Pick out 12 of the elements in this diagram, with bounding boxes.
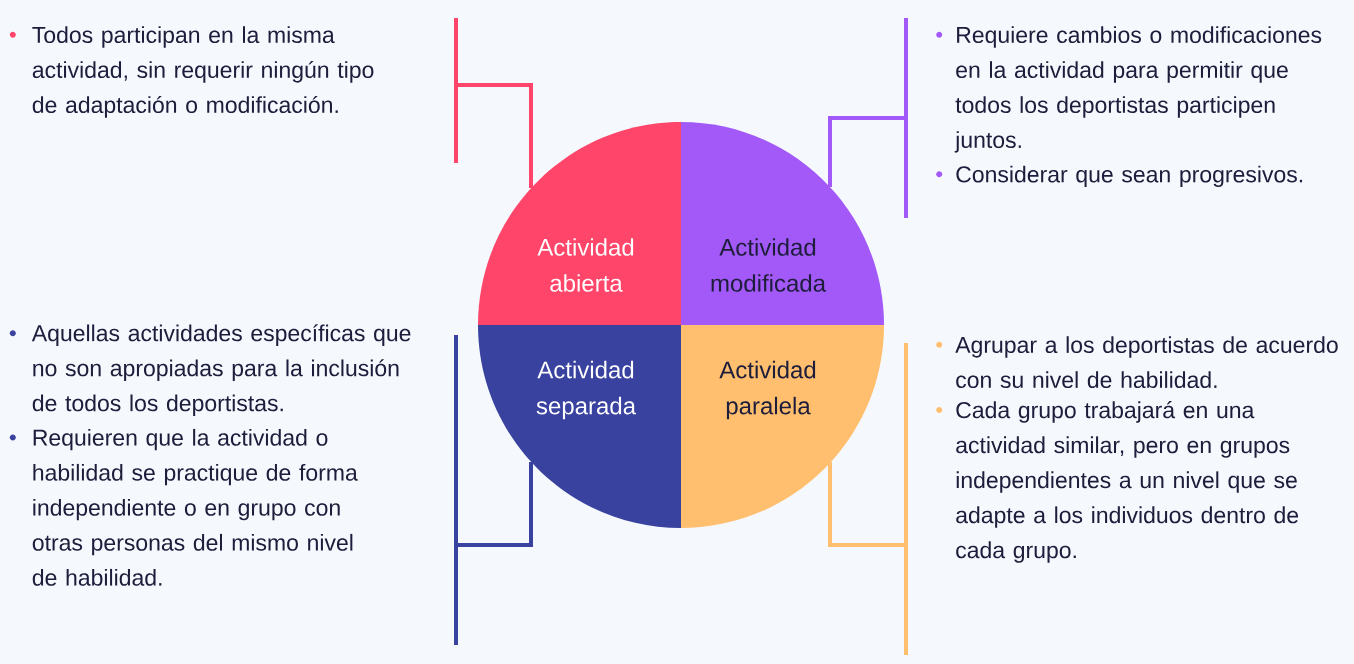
bullet-list: Aquellas actividades específicas que no son apropiadas para la inclusión de todos los deportistas. Requieren que la actividad o habilidad se practique de forma independiente o en grupo con otras personas del mismo nivel de habilidad. [9,324,411,586]
connector-line [828,116,906,187]
pie-slice: Actividad abierta [478,122,681,325]
pie-slice: Actividad separada [478,325,681,528]
connector-line [456,83,533,188]
bullet-list: Todos participan en la misma actividad, sin requerir ningún tipo de adaptación o modificación. [9,26,374,118]
connector-line [456,462,533,547]
pie-slice: Actividad modificada [681,122,884,325]
bullet-list: Agrupar a los deportistas de acuerdo con su nivel de habilidad. Cada grupo trabajará en una actividad similar, pero en grupos independientes a un nivel que se adapte a los individuos dentro de cada grupo. [936,336,1338,563]
pie-slice: Actividad paralela [681,325,884,528]
connector-line [828,462,906,547]
bullet-list: Requiere cambios o modificaciones en la actividad para permitir que todos los deportistas participen juntos. Considerar que sean progresivos. [936,26,1322,188]
